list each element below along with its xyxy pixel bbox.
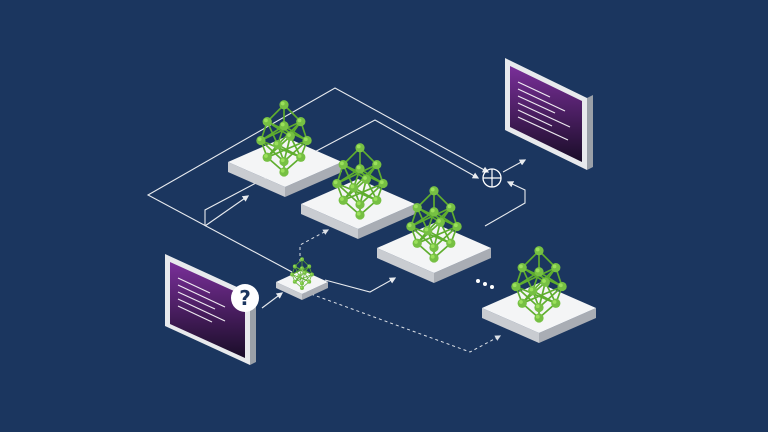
output-text-lines-icon xyxy=(517,81,571,141)
ellipsis-icon xyxy=(476,279,494,289)
connector-router-to-top xyxy=(146,87,490,273)
expert-network-3 xyxy=(406,186,462,263)
connector-router-to-expert2-dashed xyxy=(299,229,330,262)
dashed-connectors xyxy=(299,229,502,353)
connector-lines xyxy=(146,87,527,309)
output-monitor xyxy=(505,58,593,170)
connector-input-to-router xyxy=(261,292,284,309)
connector-router-to-expert4-dashed xyxy=(299,289,502,353)
expert-network-1 xyxy=(256,100,312,177)
connector-router-to-expert3 xyxy=(324,277,397,293)
connector-expert3-to-combiner xyxy=(484,181,526,227)
connector-combiner-to-output xyxy=(502,159,527,173)
router-network xyxy=(290,257,314,290)
expert-network-2 xyxy=(332,143,388,220)
question-mark-text: ? xyxy=(239,286,251,310)
expert-network-4 xyxy=(511,246,567,323)
circle-plus-icon xyxy=(482,168,502,188)
question-mark-icon: ? xyxy=(231,284,259,312)
input-monitor xyxy=(165,254,256,365)
connector-left-riser xyxy=(204,195,250,227)
input-text-lines-icon xyxy=(177,277,226,323)
